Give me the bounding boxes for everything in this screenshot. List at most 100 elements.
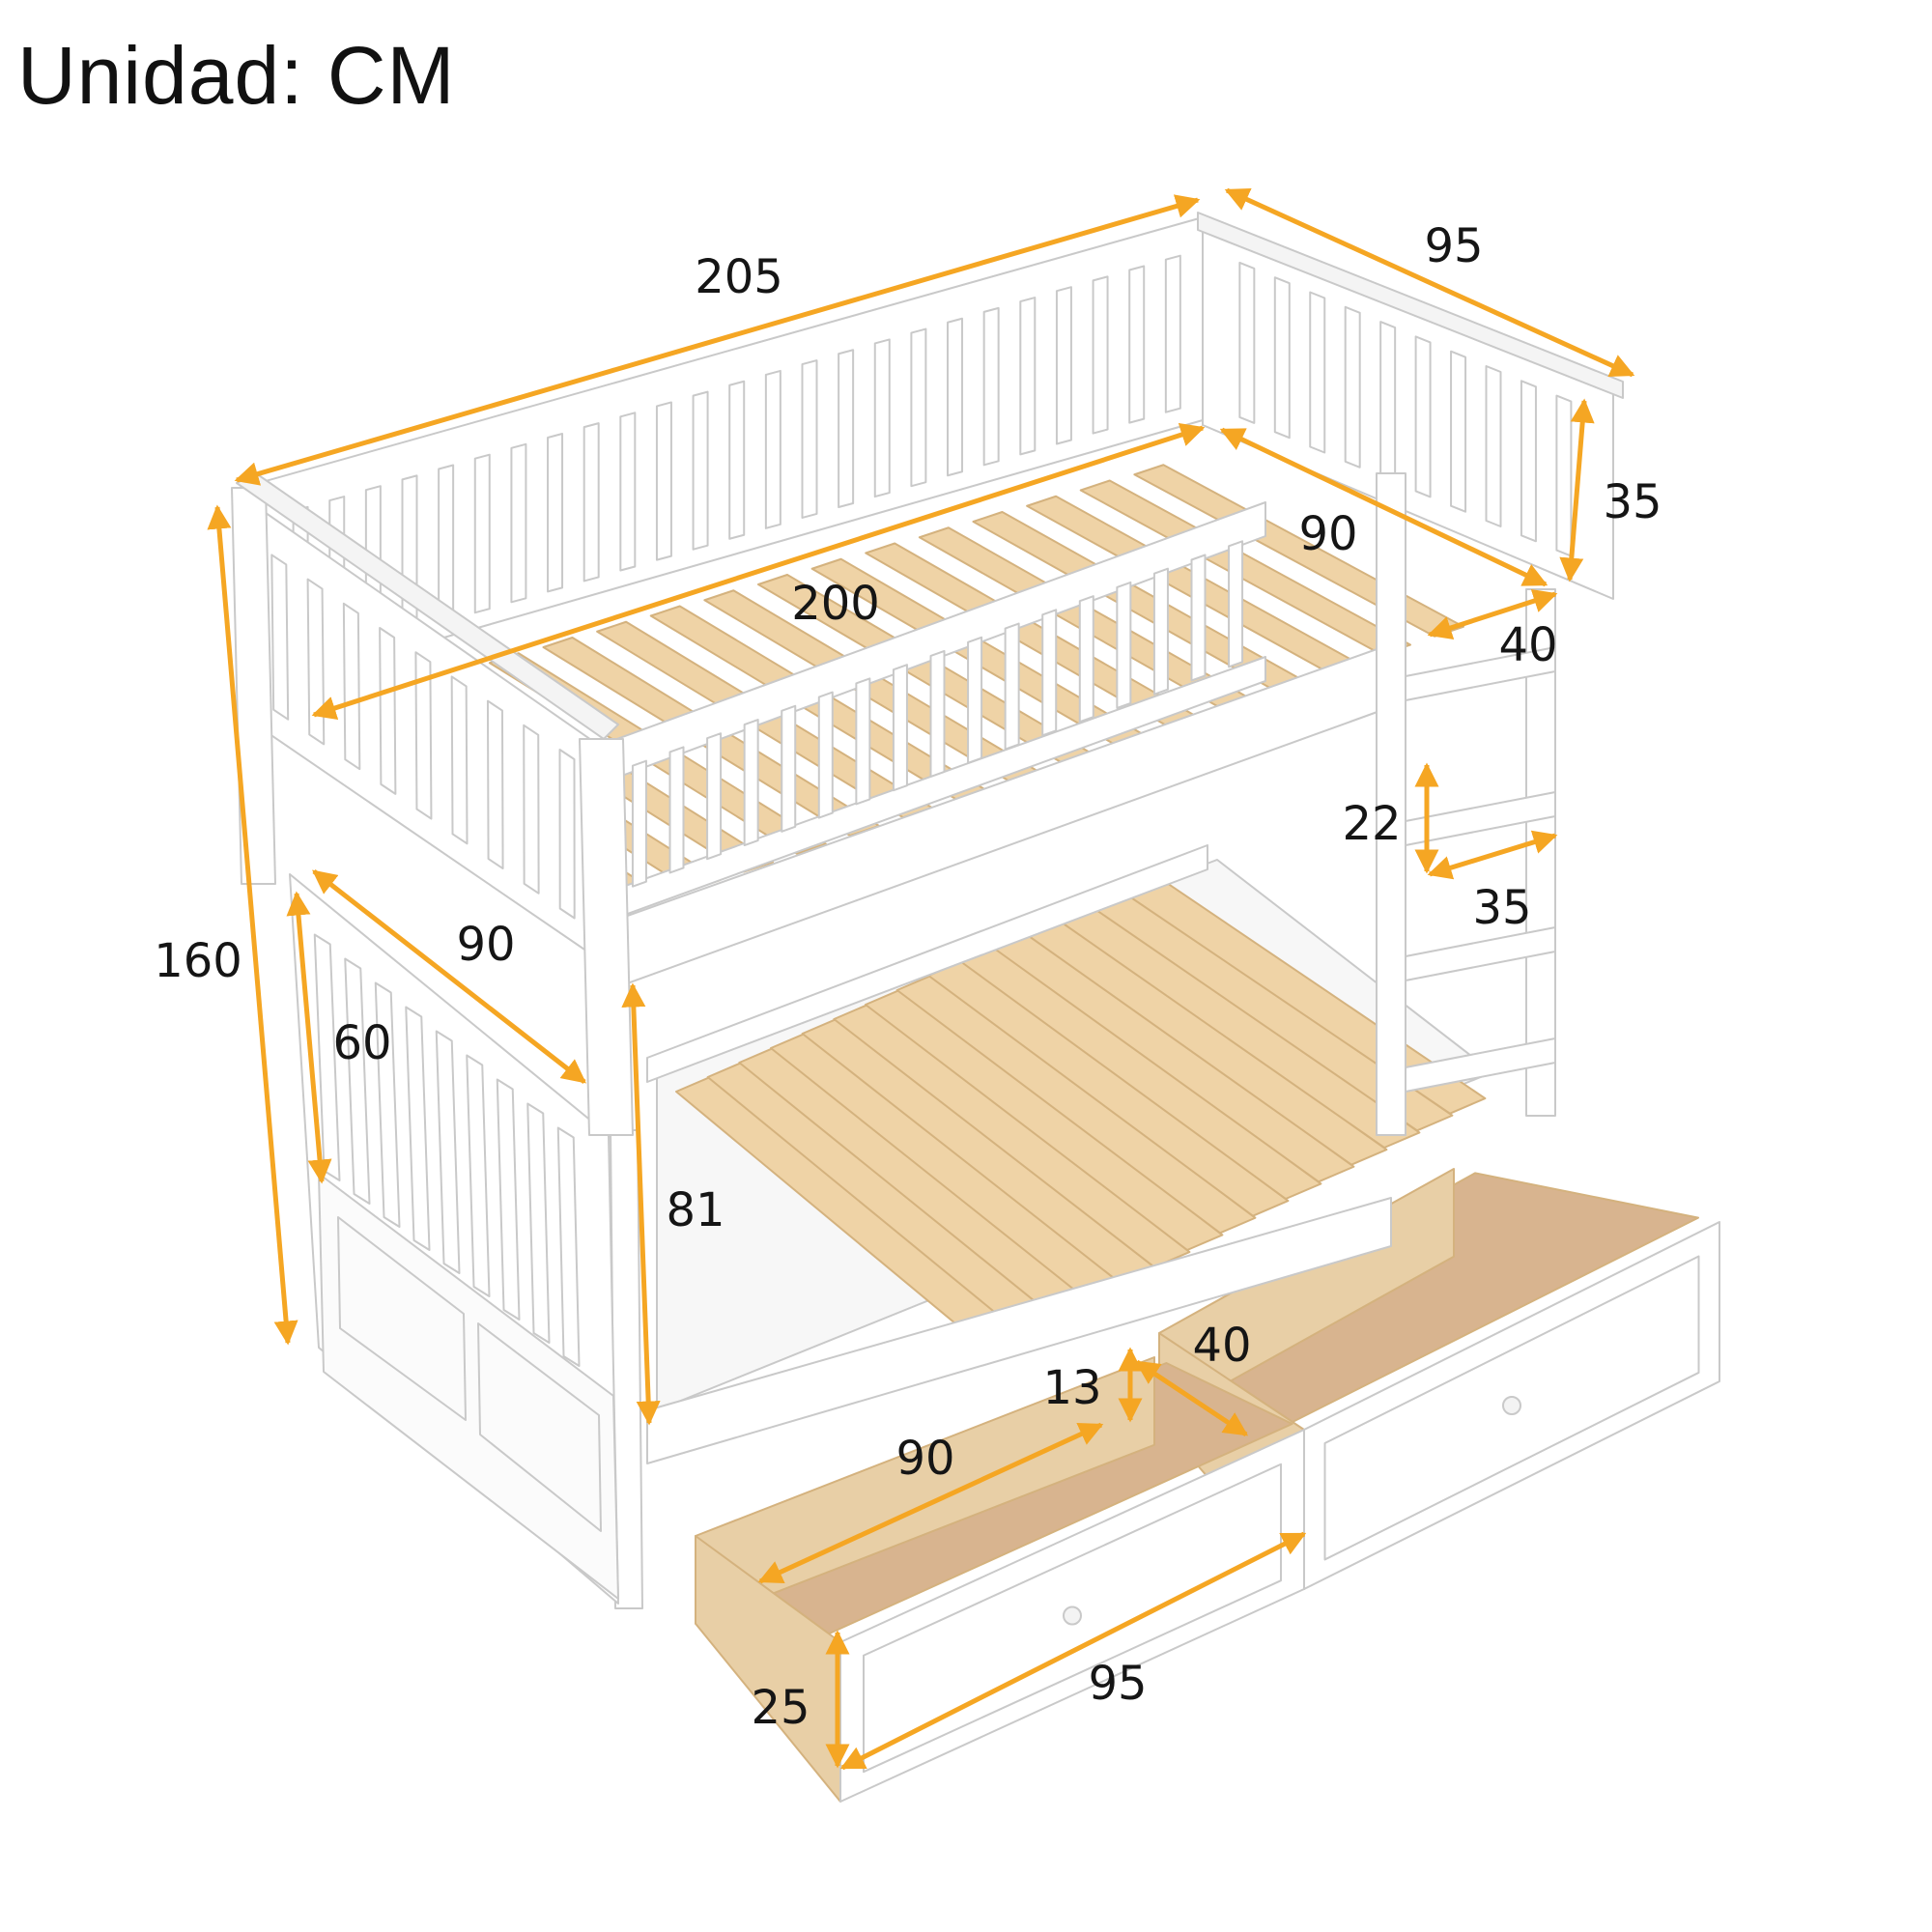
upper-head-baluster [270,554,290,721]
upper-foot-baluster [1344,305,1361,469]
arrow-mattress-width [1219,427,1548,587]
arrow-top-width [1224,187,1635,378]
upper-front-baluster [1004,622,1020,751]
upper-front-baluster [1190,554,1207,682]
label-lower-width: 90 [456,918,516,972]
upper-back-baluster [1164,254,1181,413]
upper-front-baluster [929,649,946,778]
arrow-mattress-length [311,423,1206,720]
upper-back-baluster [838,349,855,508]
ladder-group [1376,472,1556,1136]
upper-foot-baluster [1485,365,1502,527]
arrow-lower-guard [286,891,332,1184]
dimension-arrows-group [207,187,1635,1771]
upper-back-baluster [473,453,491,614]
upper-back-baluster [1092,275,1109,435]
upper-back-baluster [1128,265,1146,424]
upper-front-baluster [706,732,723,861]
arrow-drawer-length [839,1531,1307,1771]
arrow-lower-clearance [621,982,661,1426]
label-mattress-width: 90 [1298,507,1358,561]
arrow-ladder-depth [1427,589,1558,639]
label-step-width: 35 [1472,881,1532,935]
upper-back-baluster [1019,297,1037,456]
arrow-rail-height [1559,398,1595,582]
upper-foot-baluster [1520,380,1537,543]
label-lower-guard: 60 [332,1016,392,1070]
label-lower-clearance: 81 [666,1183,725,1237]
upper-back-baluster [1055,286,1072,445]
upper-back-baluster [910,327,927,488]
upper-back-baluster [582,422,600,582]
lower-slat [833,1003,1191,1268]
upper-front-baluster [1078,595,1094,724]
ladder-step [1405,926,1556,981]
lower-slat [895,974,1257,1235]
upper-back-baluster [655,401,672,561]
upper-back-baluster [692,390,709,551]
lower-end-baluster [526,1102,551,1344]
unit-title: Unidad: CM [17,30,456,121]
upper-back-baluster [547,432,564,593]
ladder-step [1405,1037,1556,1093]
upper-front-baluster [1041,609,1058,737]
upper-head-baluster [558,749,576,920]
arrow-total-height [207,504,298,1346]
upper-front-baluster [817,691,834,819]
label-drawer-length: 95 [1088,1657,1148,1711]
upper-front-baluster [1228,540,1244,668]
lower-slat [865,988,1224,1251]
label-top-width: 95 [1424,219,1484,273]
upper-back-baluster [728,380,746,540]
upper-foot-baluster [1379,321,1397,484]
ladder-step [1405,646,1556,701]
upper-front-baluster [967,636,983,764]
upper-left-front-post [579,738,634,1136]
upper-front-baluster [1116,581,1132,709]
upper-head-baluster [306,578,326,746]
drawer-left-knob [1063,1605,1082,1626]
label-drawer-inner-width: 90 [895,1432,955,1486]
upper-foot-baluster [1273,276,1291,440]
label-drawer-inner-depth: 40 [1192,1319,1252,1373]
upper-foot-baluster [1555,394,1573,557]
upper-foot-baluster [1450,350,1467,513]
label-top-length: 205 [695,250,783,304]
upper-front-baluster [668,746,685,874]
label-rail-height: 35 [1603,475,1662,529]
drawer-right-knob [1502,1396,1521,1415]
upper-head-baluster [523,724,540,895]
label-total-height: 160 [154,934,242,988]
lower-end-drawer-panel [318,1173,619,1600]
upper-foot-baluster [1309,291,1326,454]
upper-foot-baluster [1414,335,1432,498]
arrow-step-width [1427,830,1558,880]
lower-end-inset-right [477,1322,602,1532]
label-drawer-height: 25 [751,1681,810,1735]
upper-back-baluster [510,442,527,604]
label-ladder-depth: 40 [1498,618,1558,672]
label-drawer-inner-height: 13 [1042,1361,1102,1415]
upper-front-baluster [892,664,908,792]
upper-back-baluster [619,412,637,572]
upper-head-baluster [450,675,469,845]
upper-head-baluster [486,699,504,870]
upper-foot-baluster [1238,261,1256,424]
upper-back-baluster [947,317,964,477]
label-step-gap: 22 [1342,797,1402,851]
upper-front-baluster [855,677,871,806]
arrow-drawer-inner-width [757,1422,1104,1584]
lower-front-rail [646,1197,1392,1464]
upper-head-baluster [379,627,397,795]
upper-back-baluster [873,338,891,498]
upper-back-baluster [764,369,781,529]
lower-end-inset-left [337,1216,467,1421]
upper-back-baluster [801,359,818,519]
lower-end-baluster [556,1126,581,1367]
drawer-right-front-inset [1323,1255,1700,1561]
upper-back-baluster [982,306,1000,467]
lower-end-baluster [496,1078,521,1321]
upper-front-baluster [631,759,647,888]
upper-front-baluster [1152,567,1169,696]
